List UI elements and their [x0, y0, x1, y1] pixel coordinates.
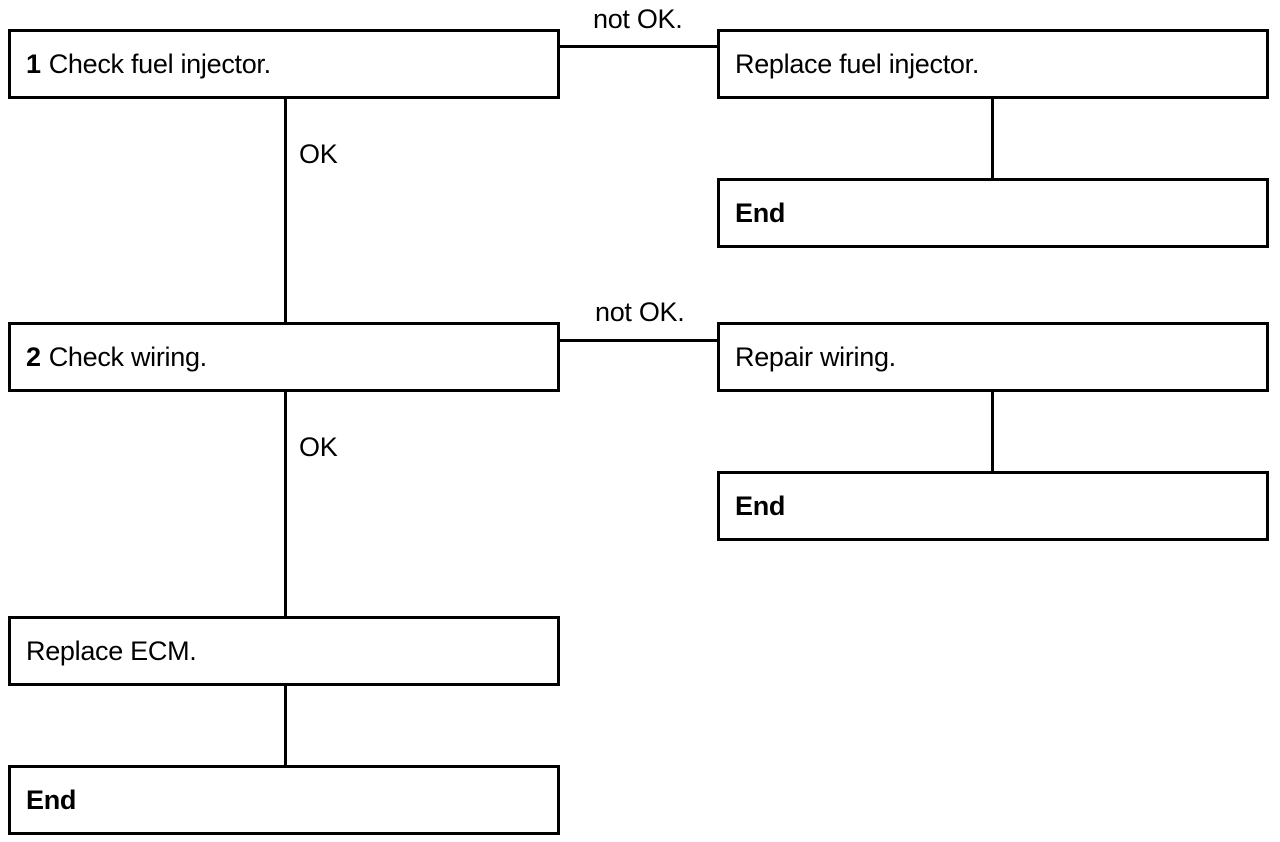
connector-step1-to-replace-injector — [558, 45, 719, 48]
end-label-3: End — [26, 784, 77, 815]
replace-ecm-box: Replace ECM. — [8, 616, 560, 686]
step-1-text: Check fuel injector. — [48, 48, 271, 79]
end-box-2: End — [717, 471, 1269, 541]
end-label-2: End — [735, 490, 786, 521]
end-box-1: End — [717, 178, 1269, 248]
repair-wiring-text: Repair wiring. — [735, 341, 896, 372]
branch-label-not-ok-1: not OK. — [593, 4, 683, 34]
connector-repair-wiring-to-end — [991, 390, 994, 472]
step-1-number: 1 — [26, 48, 41, 79]
repair-wiring-box: Repair wiring. — [717, 322, 1269, 392]
end-label-1: End — [735, 197, 786, 228]
branch-label-ok-1: OK — [299, 139, 338, 169]
step-2-number: 2 — [26, 341, 41, 372]
replace-injector-box: Replace fuel injector. — [717, 29, 1269, 99]
connector-replace-ecm-to-end — [284, 684, 287, 766]
connector-step2-to-repair-wiring — [558, 339, 719, 342]
connector-step1-to-step2 — [284, 97, 287, 323]
end-box-3: End — [8, 765, 560, 835]
branch-label-ok-2: OK — [299, 432, 338, 462]
replace-ecm-text: Replace ECM. — [26, 635, 197, 666]
connector-step2-to-replace-ecm — [284, 390, 287, 617]
replace-injector-text: Replace fuel injector. — [735, 48, 980, 79]
connector-replace-injector-to-end — [991, 97, 994, 180]
step-2-box: 2 Check wiring. — [8, 322, 560, 392]
step-1-box: 1 Check fuel injector. — [8, 29, 560, 99]
branch-label-not-ok-2: not OK. — [595, 297, 685, 327]
step-2-text: Check wiring. — [48, 341, 207, 372]
